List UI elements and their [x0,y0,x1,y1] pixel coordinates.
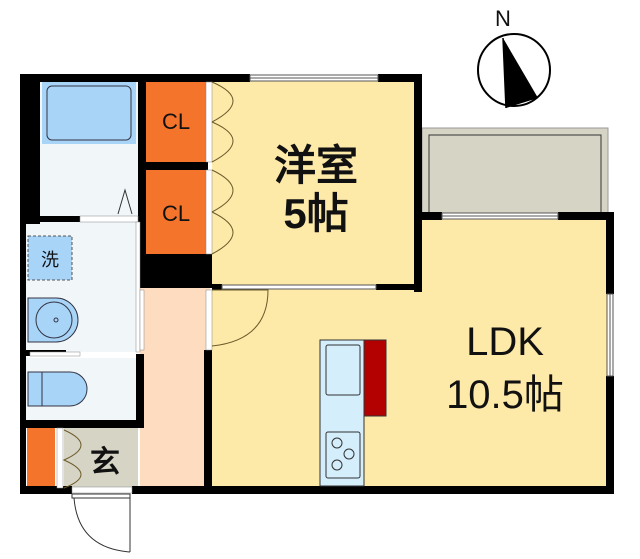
shoe-cabinet [27,428,55,488]
western-room-name: 洋室 [274,142,358,189]
washbasin [27,297,79,343]
door-swings [62,81,269,489]
north-arrow-icon: N [477,6,551,109]
kitchen-counter [319,339,365,487]
ldk-floor [212,218,608,488]
entrance-floor [64,428,138,488]
windows [221,74,614,377]
entrance-label: 玄 [90,445,120,479]
toilet [27,371,88,407]
bathroom-door [117,188,133,215]
closet-2-label: CL [162,201,190,226]
compass-label: N [495,6,511,31]
balcony [421,127,609,219]
western-room-size: 5帖 [283,190,348,237]
walls [20,74,614,494]
closet-1 [146,82,206,162]
door-jambs [29,81,213,494]
ldk-size: 10.5帖 [446,373,564,417]
entrance-door[interactable] [71,493,131,553]
refrigerator-space [363,339,387,417]
ldk-name: LDK [466,320,544,364]
closet-1-label: CL [162,109,190,134]
closet-2 [146,170,206,254]
hallway-floor [140,288,210,488]
washroom-label: 洗 [41,250,59,270]
washing-machine-space: 洗 [27,235,73,281]
